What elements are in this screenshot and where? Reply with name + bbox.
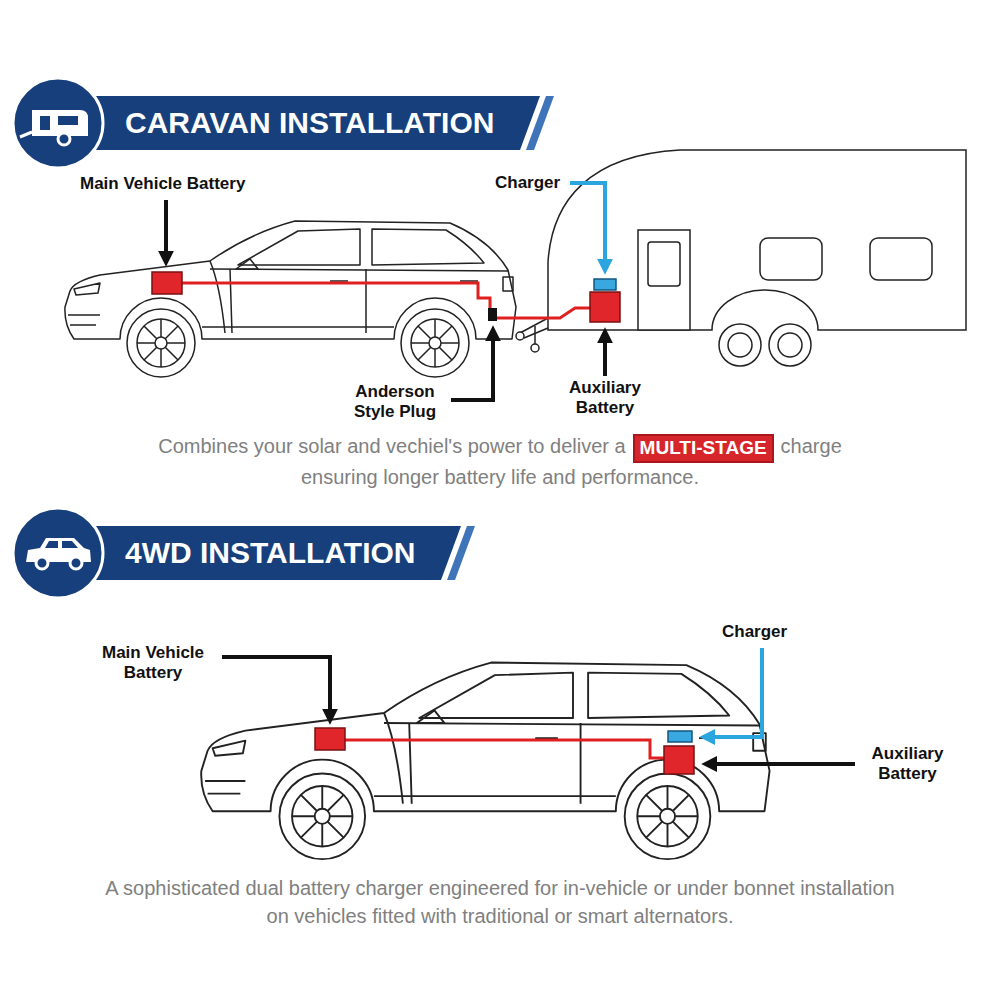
banner-title: 4WD INSTALLATION	[125, 536, 416, 569]
callout-label: Auxiliary Battery	[560, 378, 650, 418]
caravan-icon	[13, 78, 103, 168]
auxiliary-battery	[590, 292, 620, 322]
section-banner: CARAVAN INSTALLATION	[95, 96, 540, 150]
car-illustration	[201, 663, 769, 860]
banner-fill	[95, 526, 461, 580]
main-battery	[152, 272, 182, 294]
anderson-plug	[488, 308, 497, 321]
callout-label: Charger	[722, 622, 802, 642]
banner-title: CARAVAN INSTALLATION	[125, 106, 494, 139]
leader-line	[603, 332, 607, 376]
highlight-box: MULTI-STAGE	[633, 434, 774, 463]
leader-line	[570, 183, 605, 270]
leader-line	[706, 762, 855, 766]
charger-unit	[668, 731, 692, 742]
leader-line	[704, 648, 762, 737]
caption-line: Combines your solar and vechiel's power …	[0, 432, 1000, 463]
leader-line	[222, 657, 330, 720]
highlight-text: MULTI-STAGE	[640, 437, 767, 458]
caption-text: ensuring longer battery life and perform…	[0, 463, 1000, 491]
callout-label: Charger	[495, 173, 570, 193]
caption: Combines your solar and vechiel's power …	[0, 432, 1000, 491]
callout-label: Auxiliary Battery	[860, 744, 955, 784]
leader-line	[451, 330, 493, 400]
power-wire	[345, 740, 664, 758]
caption-text: charge	[781, 435, 842, 457]
auxiliary-battery	[664, 746, 694, 774]
power-wire	[182, 283, 590, 318]
banner-fill	[95, 96, 540, 150]
banner-accent	[447, 526, 475, 580]
caption-text: Combines your solar and vechiel's power …	[158, 435, 625, 457]
leader-line	[164, 200, 168, 262]
caption-text: A sophisticated dual battery charger eng…	[100, 874, 900, 930]
banner-accent	[526, 96, 554, 150]
callout-label: Anderson Style Plug	[345, 382, 445, 422]
callout-label: Main Vehicle Battery	[80, 174, 270, 194]
caravan-illustration	[516, 150, 966, 366]
main-battery	[315, 728, 345, 750]
section-banner: 4WD INSTALLATION	[95, 526, 461, 580]
car-illustration	[65, 221, 516, 377]
car-icon	[13, 508, 103, 598]
charger-unit	[594, 279, 616, 290]
callout-label: Main Vehicle Battery	[88, 643, 218, 683]
